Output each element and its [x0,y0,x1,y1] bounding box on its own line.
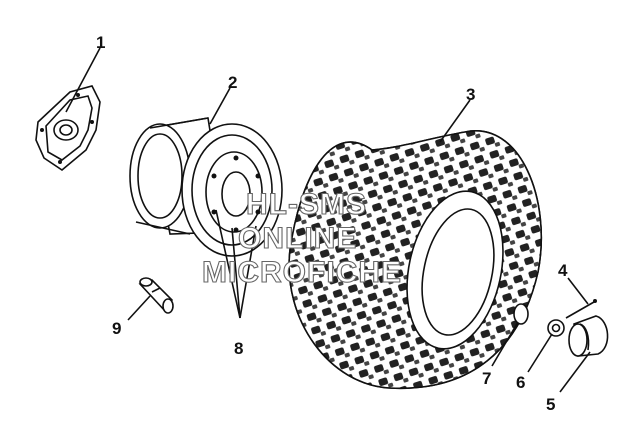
valve-stem-part [138,277,174,314]
hub-cap-part [568,315,609,357]
watermark-line-2: ONLINE [238,222,357,255]
wheel-rim-part [129,117,283,257]
callout-7: 7 [482,369,491,388]
callout-4: 4 [558,261,568,280]
callout-1: 1 [96,33,105,52]
watermark: HL-SMS ONLINE MICROFICHE [201,187,402,289]
cotter-pin-part [565,299,597,319]
watermark-line-3: MICROFICHE [202,256,402,289]
callout-labels: 1 2 3 4 5 6 7 8 9 [96,33,568,414]
callout-6: 6 [516,373,525,392]
callout-3: 3 [466,85,475,104]
leader-lines [65,47,591,393]
watermark-line-1: HL-SMS [246,188,367,221]
callout-5: 5 [546,395,555,414]
nut-part [547,319,565,337]
callout-2: 2 [228,73,237,92]
tire-part [288,130,543,390]
callout-8: 8 [234,339,243,358]
callout-9: 9 [112,319,121,338]
hub-plate-part [35,85,101,171]
valve-disc-part [513,303,529,325]
